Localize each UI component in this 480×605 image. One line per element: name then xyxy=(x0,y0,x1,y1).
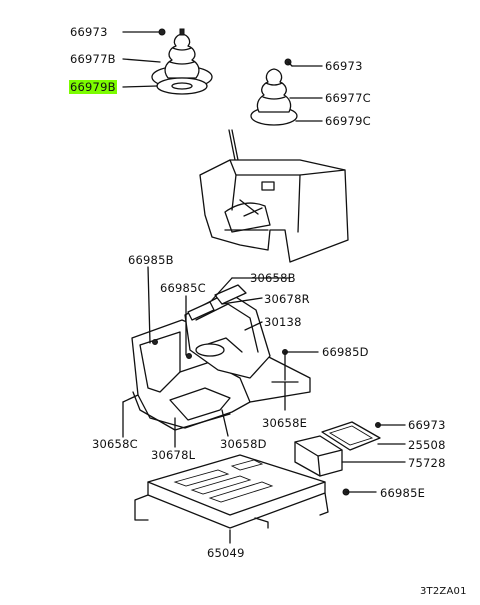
label-65049: 65049 xyxy=(207,546,245,560)
label-30658d: 30658D xyxy=(220,437,267,451)
label-30678l: 30678L xyxy=(151,448,196,462)
label-30658b: 30658B xyxy=(250,271,296,285)
floor-board xyxy=(134,454,329,529)
shift-boot-lower xyxy=(156,77,208,95)
cab-body xyxy=(199,159,349,263)
hole-cover xyxy=(321,421,381,451)
label-66985e: 66985E xyxy=(380,486,426,500)
label-30658c: 30658C xyxy=(92,437,138,451)
bracket-strip xyxy=(187,284,247,321)
label-66979b-highlighted: 66979B xyxy=(69,80,117,94)
label-25508: 25508 xyxy=(408,438,446,452)
diagram-code: 3T2ZA01 xyxy=(420,586,467,597)
label-66985c: 66985C xyxy=(160,281,206,295)
label-30658e: 30658E xyxy=(262,416,308,430)
label-66985b: 66985B xyxy=(128,253,174,267)
label-66985d: 66985D xyxy=(322,345,369,359)
label-66977c: 66977C xyxy=(325,91,371,105)
label-66973-right: 66973 xyxy=(325,59,363,73)
label-30138: 30138 xyxy=(264,315,302,329)
label-30678r: 30678R xyxy=(264,292,310,306)
shift-boot-right xyxy=(250,68,298,126)
label-66979c: 66979C xyxy=(325,114,371,128)
label-66973-top: 66973 xyxy=(70,25,108,39)
label-75728: 75728 xyxy=(408,456,446,470)
storage-box xyxy=(294,435,343,477)
label-66973-lower: 66973 xyxy=(408,418,446,432)
label-66977b: 66977B xyxy=(70,52,116,66)
